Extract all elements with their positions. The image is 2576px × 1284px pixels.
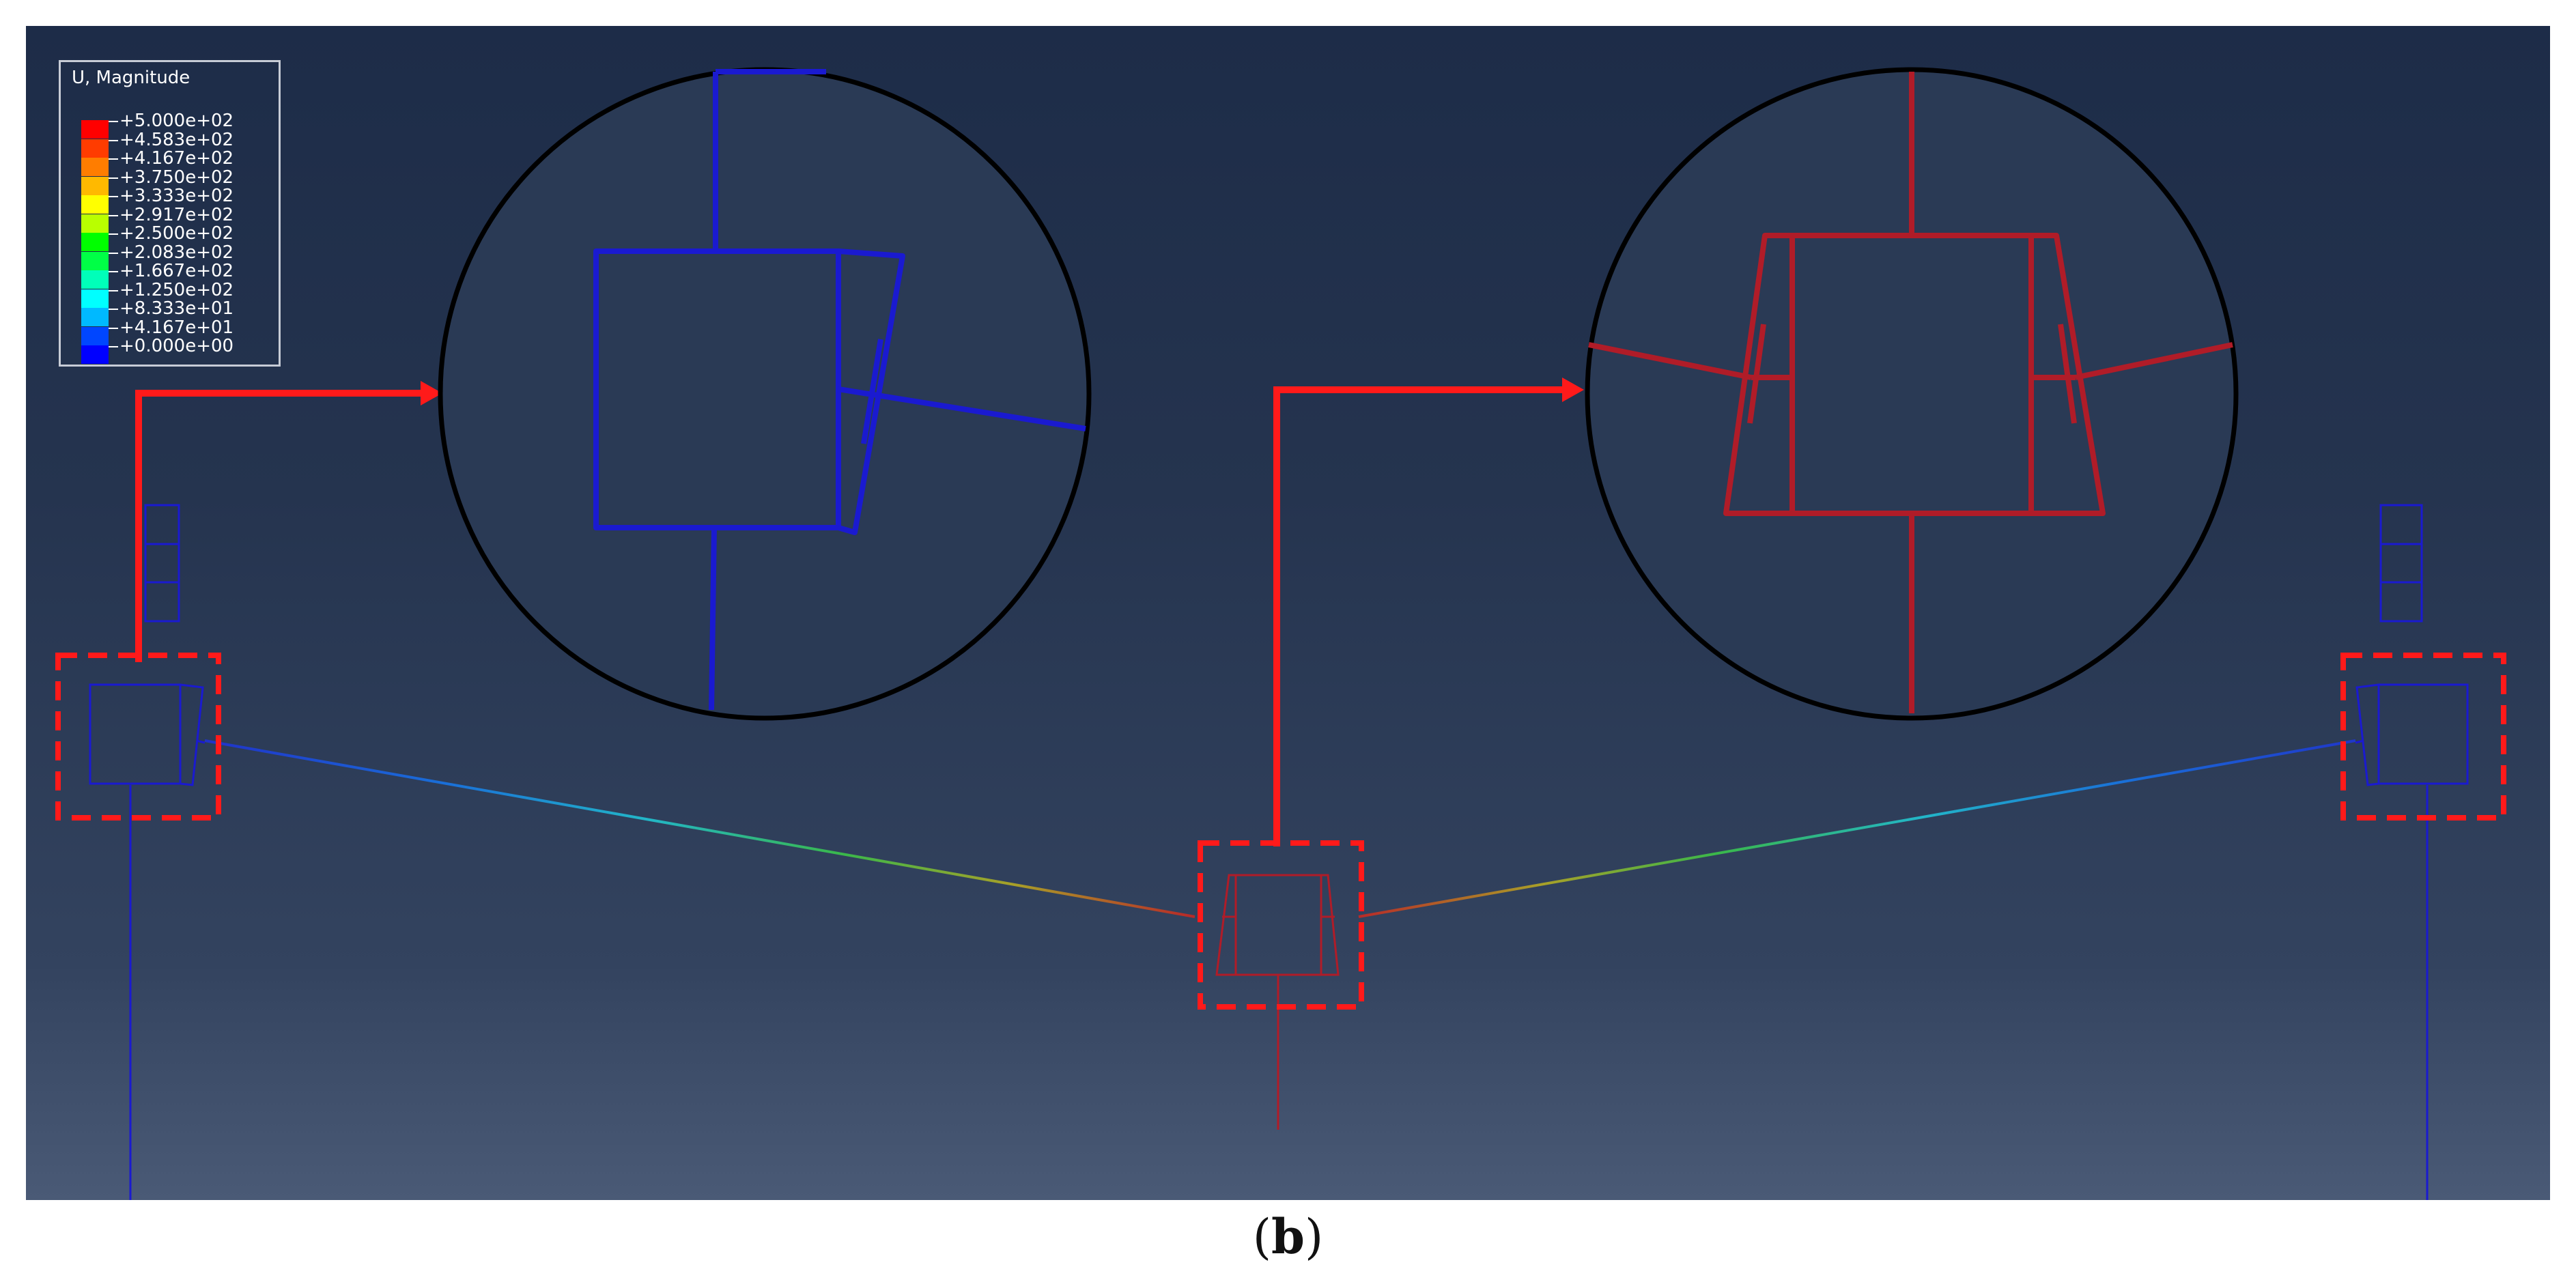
legend-tick — [109, 289, 118, 291]
legend-swatch — [81, 289, 109, 308]
legend-label: +1.250e+02 — [119, 279, 234, 300]
legend-label: +3.750e+02 — [119, 167, 234, 188]
center-arrow — [1273, 377, 1584, 846]
legend-tick — [109, 346, 118, 347]
left-arrow — [135, 381, 442, 662]
legend-swatch — [81, 176, 109, 195]
legend-tick — [109, 158, 118, 160]
legend-label: +8.333e+01 — [119, 298, 234, 319]
legend-swatch — [81, 251, 109, 270]
legend-tick — [109, 252, 118, 254]
legend-label: +4.167e+01 — [119, 317, 234, 338]
color-legend: U, Magnitude +5.000e+02+4.583e+02+4.167e… — [59, 60, 281, 367]
caption-open: ( — [1252, 1209, 1272, 1265]
legend-tick — [109, 139, 118, 141]
legend-label: +2.083e+02 — [119, 242, 234, 263]
legend-tick — [109, 327, 118, 329]
legend-swatch — [81, 139, 109, 158]
legend-tick — [109, 309, 118, 310]
legend-swatch — [81, 233, 109, 251]
viewport: U, Magnitude +5.000e+02+4.583e+02+4.167e… — [26, 26, 2550, 1200]
left-support — [89, 504, 206, 1200]
legend-label: +5.000e+02 — [119, 111, 234, 131]
legend-label: +4.167e+02 — [119, 148, 234, 169]
legend-swatch — [81, 158, 109, 176]
legend-label: +4.583e+02 — [119, 129, 234, 150]
legend-swatch — [81, 270, 109, 289]
legend-tick — [109, 214, 118, 216]
legend-swatch — [81, 308, 109, 326]
left-highlight-box — [55, 653, 221, 821]
legend-label: +0.000e+00 — [119, 336, 234, 356]
figure-caption: (b) — [0, 1208, 2576, 1265]
right-magnifier — [1585, 67, 2239, 721]
center-highlight-box — [1198, 840, 1364, 1010]
legend-swatch — [81, 345, 109, 364]
caption-close: ) — [1304, 1209, 1324, 1265]
legend-tick — [109, 121, 118, 122]
legend-label: +1.667e+02 — [119, 261, 234, 281]
legend-swatch — [81, 120, 109, 139]
right-highlight-box — [2340, 653, 2506, 821]
legend-label: +3.333e+02 — [119, 186, 234, 206]
legend-swatch — [81, 195, 109, 214]
legend-tick — [109, 196, 118, 197]
left-cable — [204, 739, 1195, 918]
legend-tick — [109, 271, 118, 272]
right-cable — [1358, 739, 2356, 918]
caption-letter: b — [1271, 1208, 1305, 1265]
legend-title: U, Magnitude — [72, 68, 190, 88]
legend-tick — [109, 177, 118, 179]
legend-tick — [109, 233, 118, 235]
legend-swatch — [81, 214, 109, 233]
right-support — [2355, 504, 2469, 1200]
deformation-scene — [55, 67, 2506, 1200]
legend-label: +2.500e+02 — [119, 223, 234, 244]
left-magnifier — [438, 67, 1092, 721]
legend-swatch — [81, 326, 109, 345]
center-node — [1215, 874, 1340, 1130]
legend-label: +2.917e+02 — [119, 204, 234, 225]
